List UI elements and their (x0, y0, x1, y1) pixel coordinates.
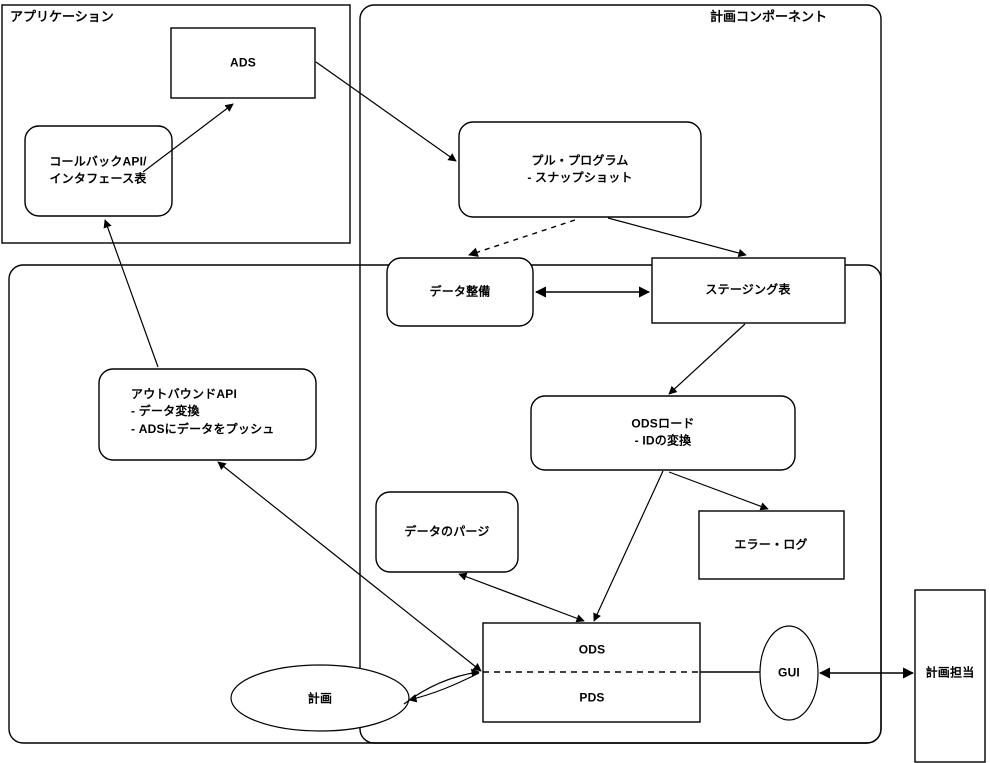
edge-ods-load-to-ods (593, 470, 664, 622)
node-data-preparation[interactable] (386, 257, 534, 327)
edge-pull-program-to-staging-table (607, 217, 747, 258)
node-ads[interactable] (170, 27, 316, 99)
edge-outbound-api-to-callback-api (103, 219, 159, 368)
node-staging-table[interactable] (651, 257, 846, 324)
planning-component-container (359, 4, 882, 744)
edge-data-purge-to-ods (458, 572, 585, 623)
node-planner[interactable] (914, 589, 986, 763)
edge-outbound-api-to-ods (217, 461, 482, 672)
node-data-purge[interactable] (375, 491, 519, 573)
edge-pull-program-to-data-preparation (468, 219, 576, 257)
node-ods-load[interactable] (530, 395, 796, 471)
node-plan-ellipse[interactable] (230, 664, 410, 732)
edge-callback-api-to-ads (142, 103, 234, 173)
node-error-log[interactable] (698, 510, 845, 580)
node-gui[interactable] (759, 625, 819, 721)
node-pull-program[interactable] (458, 121, 702, 218)
node-callback-api[interactable] (24, 125, 173, 217)
edge-ods-load-to-error-log (668, 471, 769, 511)
planning-component-container-title: 計画コンポーネント (710, 9, 828, 24)
edge-staging-table-to-ods-load (668, 323, 746, 395)
application-container-title: アプリケーション (10, 9, 114, 24)
edge-ads-to-pull-program (315, 61, 457, 162)
edge-ods-to-plan-lower (408, 672, 480, 703)
node-outbound-api[interactable] (98, 368, 317, 461)
edge-plan-to-ods-upper (403, 668, 480, 705)
node-ods-pds[interactable] (482, 622, 701, 723)
